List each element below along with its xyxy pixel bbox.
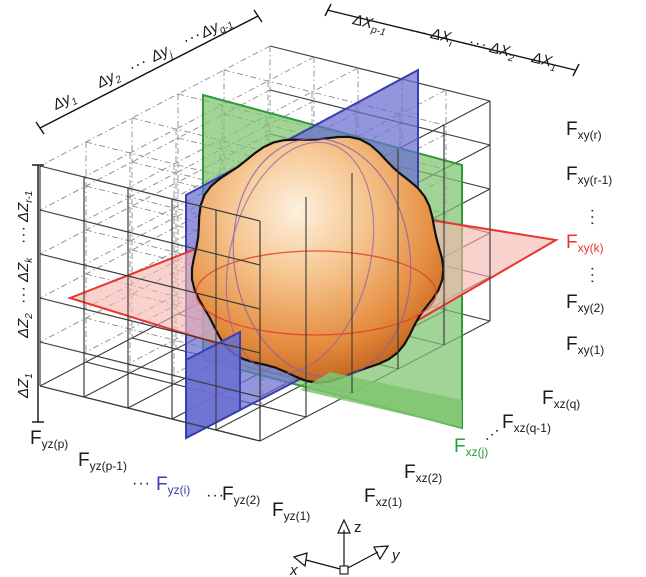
z-dimension-bar: ΔZr-1 ··· ΔZk ··· ΔZ2 ΔZ1 [15, 164, 44, 423]
dim-x-i: ΔXi [427, 25, 455, 50]
label-fxz-j: Fxz(j) [454, 436, 488, 459]
label-fxz-1: Fxz(1) [364, 486, 402, 509]
yz-ellipsis-1: ··· [132, 475, 151, 492]
dim-y-2: Δy2 [93, 66, 124, 95]
grid-line-x [85, 141, 307, 198]
dim-x-1: ΔX1 [528, 49, 558, 74]
sphere-body [190, 135, 445, 384]
grid-front-horizontal [39, 341, 261, 398]
label-fyz-1: Fyz(1) [272, 500, 310, 523]
dim-x-2: ΔX2 [486, 39, 517, 65]
sphere [190, 135, 445, 384]
grid-line-y [127, 67, 359, 189]
axis-label-y: y [391, 547, 401, 564]
dim-y-ellipsis-2: ··· [180, 26, 205, 50]
axis-label-x: x [289, 562, 298, 577]
y-axis-arrow-icon [373, 545, 390, 561]
dim-y-1: Δy1 [49, 88, 80, 117]
z-axis-arrow-icon [337, 518, 351, 534]
label-fyz-p-1: Fyz(p-1) [78, 450, 127, 473]
dim-z-1: ΔZ1 [15, 373, 35, 399]
label-fxz-2: Fxz(2) [404, 462, 442, 485]
dim-z-2: ΔZ2 [15, 313, 35, 339]
dim-z-ellipsis-2: ··· [15, 285, 32, 304]
grid-line-x [223, 69, 445, 126]
label-fxy-1: Fxy(1) [566, 334, 604, 357]
dim-y-ellipsis-1: ··· [126, 53, 151, 77]
xz-plane-labels: Fxz(q) Fxz(q-1) Fxz(j) ··· Fxz(2) Fxz(1) [364, 388, 580, 509]
yz-ellipsis-2: ··· [206, 487, 225, 504]
label-fxz-q: Fxz(q) [542, 388, 580, 411]
x-axis-arrow-icon [292, 552, 308, 568]
dim-x-ellipsis-2: ··· [467, 33, 489, 54]
label-fxy-2: Fxy(2) [566, 292, 604, 315]
yz-plane-labels: Fyz(p) Fyz(p-1) ··· Fyz(i) ··· Fyz(2) Fy… [30, 428, 310, 523]
dim-x-p-1: ΔXp-1 [349, 11, 388, 38]
coordinate-axes: z x y [289, 518, 401, 577]
grid-line-y [83, 56, 315, 178]
label-fyz-p: Fyz(p) [30, 428, 68, 451]
label-fyz-2: Fyz(2) [222, 484, 260, 507]
label-fxz-q-1: Fxz(q-1) [502, 412, 551, 435]
grid-front-horizontal [39, 253, 261, 310]
grid-line-y [39, 45, 271, 167]
grid-front-horizontal [39, 385, 261, 442]
label-fxy-r: Fxy(r) [566, 119, 602, 142]
label-fxy-k: Fxy(k) [566, 232, 604, 255]
xy-ellipsis-2: ··· [584, 266, 601, 285]
x-dimension-bar: ΔXp-1 ··· ΔXi ··· ΔX2 ΔX1 [324, 3, 580, 77]
dim-z-k: ΔZk [15, 257, 35, 283]
xz-plane-front [300, 372, 462, 428]
label-fxy-r-1: Fxy(r-1) [566, 164, 612, 187]
grid-line-x [269, 45, 491, 102]
grid-front-horizontal [39, 209, 261, 266]
sphere-meridian-yz [225, 141, 375, 375]
origin-marker [339, 565, 349, 575]
xy-ellipsis-1: ··· [584, 208, 601, 227]
axis-label-z: z [354, 519, 362, 536]
label-fyz-i: Fyz(i) [156, 474, 190, 497]
dim-z-ellipsis-1: ··· [15, 225, 32, 244]
grid-front-horizontal [39, 165, 261, 222]
grid-front-horizontal [39, 297, 261, 354]
xy-plane-labels: Fxy(r) Fxy(r-1) ··· Fxy(k) ··· Fxy(2) Fx… [566, 119, 612, 357]
dim-y-j: Δyj [147, 41, 175, 69]
dim-x-ellipsis-1: ··· [407, 21, 429, 42]
dim-z-r-1: ΔZr-1 [15, 191, 35, 223]
spatial-grid-front [39, 101, 491, 442]
